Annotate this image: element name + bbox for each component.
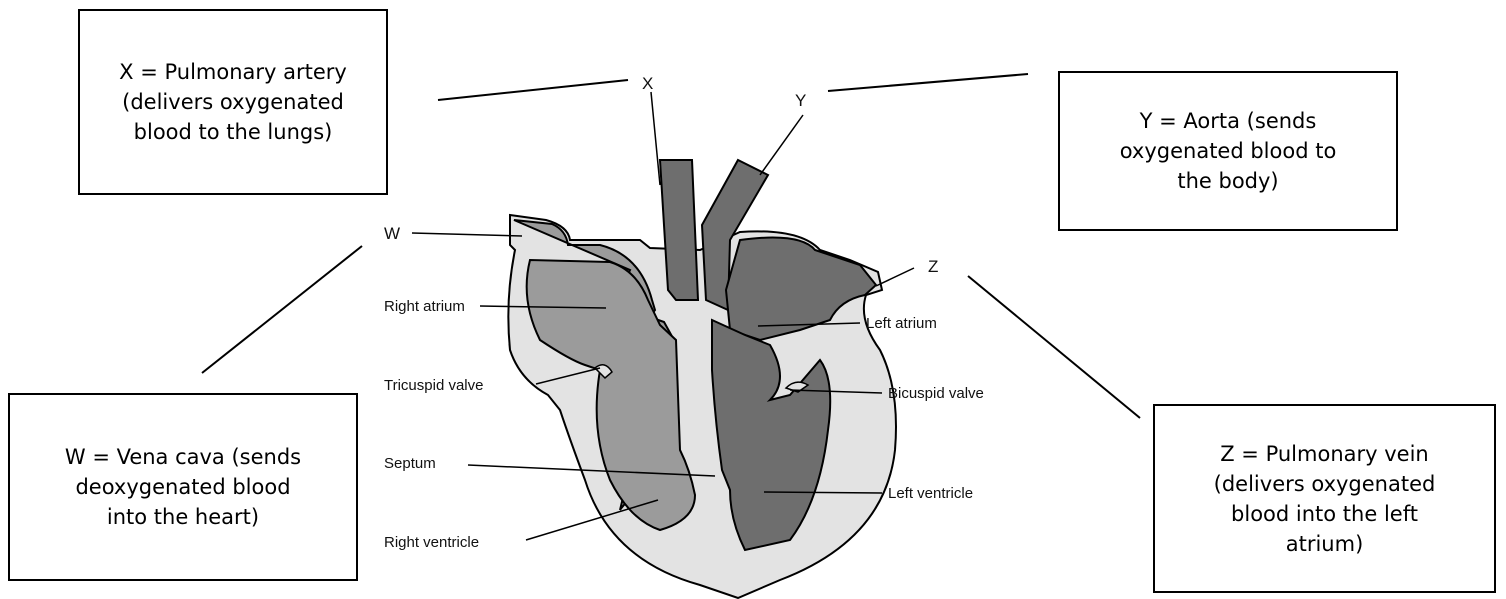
label-right-ventricle: Right ventricle (384, 534, 479, 551)
label-left-ventricle: Left ventricle (888, 485, 973, 502)
label-right-atrium: Right atrium (384, 298, 465, 315)
label-septum: Septum (384, 455, 436, 472)
connector-x (438, 80, 628, 100)
connector-w (202, 246, 362, 373)
connector-z (968, 276, 1140, 418)
leader-w (412, 233, 522, 236)
letter-x: X (642, 74, 653, 93)
letter-y: Y (795, 91, 806, 110)
label-left-atrium: Left atrium (866, 315, 937, 332)
letter-z: Z (928, 257, 938, 276)
label-bicuspid-valve: Bicuspid valve (888, 385, 984, 402)
connector-y (828, 74, 1028, 91)
leader-y (760, 115, 803, 175)
leader-x (651, 92, 660, 185)
label-tricuspid-valve: Tricuspid valve (384, 377, 483, 394)
letter-w: W (384, 224, 400, 243)
leader-z (876, 268, 914, 286)
leader-left-ventricle (764, 492, 882, 493)
